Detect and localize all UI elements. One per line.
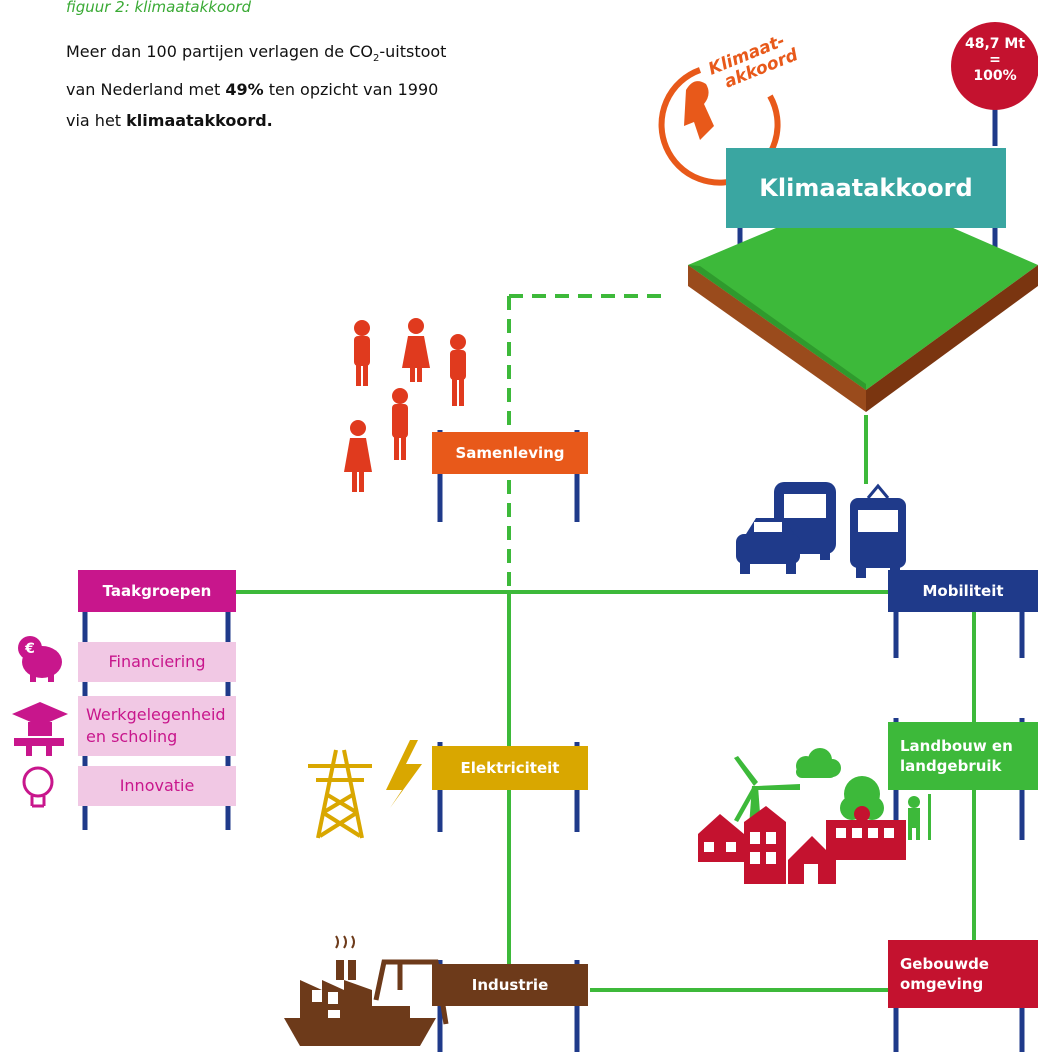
lightbulb-icon bbox=[22, 766, 54, 808]
figure-caption: figuur 2: klimaatakkoord bbox=[66, 0, 252, 16]
innovatie-item: Innovatie bbox=[78, 766, 236, 806]
landbouw-sign: Landbouw en landgebruik bbox=[888, 722, 1038, 790]
elektriciteit-sign: Elektriciteit bbox=[432, 746, 588, 790]
intro-line-1: Meer dan 100 partijen verlagen de CO2-ui… bbox=[66, 42, 447, 65]
total-emissions-badge: 48,7 Mt = 100% bbox=[964, 36, 1026, 84]
piggy-bank-icon bbox=[18, 636, 62, 682]
farmer-icon bbox=[908, 794, 931, 840]
land-top bbox=[688, 190, 1038, 390]
houses-icon bbox=[698, 806, 906, 884]
klimaatakkoord-sign: Klimaatakkoord bbox=[726, 148, 1006, 228]
people-icon bbox=[344, 318, 466, 492]
land-side-right bbox=[866, 265, 1038, 412]
intro-line-2: van Nederland met 49% ten opzicht van 19… bbox=[66, 80, 439, 100]
taakgroepen-sign: Taakgroepen bbox=[78, 570, 236, 612]
land-side-left bbox=[688, 265, 866, 412]
lightning-icon bbox=[386, 740, 422, 808]
intro-text: Meer dan 100 partijen verlagen de CO2-ui… bbox=[66, 36, 586, 136]
factory-icon bbox=[300, 935, 372, 1010]
badge-circle bbox=[951, 22, 1038, 110]
tram-icon bbox=[850, 483, 906, 578]
car-icon bbox=[736, 518, 800, 574]
land-block bbox=[688, 190, 1038, 412]
cloud-icon bbox=[796, 748, 841, 778]
financiering-item: Financiering bbox=[78, 642, 236, 682]
ship-icon bbox=[284, 1002, 436, 1046]
klimaatakkoord-logo bbox=[658, 67, 781, 186]
intro-line-3: via het klimaatakkoord. bbox=[66, 111, 273, 131]
samenleving-sign: Samenleving bbox=[432, 432, 588, 474]
pylon-icon bbox=[308, 749, 372, 839]
euro-symbol: € bbox=[24, 641, 35, 657]
gebouwde-omgeving-sign: Gebouwde omgeving bbox=[888, 940, 1038, 1008]
logo-figure-icon bbox=[684, 81, 714, 140]
graduation-icon bbox=[12, 702, 68, 756]
industrie-sign: Industrie bbox=[432, 964, 588, 1006]
werkgelegenheid-item: Werkgelegenheid en scholing bbox=[78, 696, 236, 756]
mobiliteit-sign: Mobiliteit bbox=[888, 570, 1038, 612]
